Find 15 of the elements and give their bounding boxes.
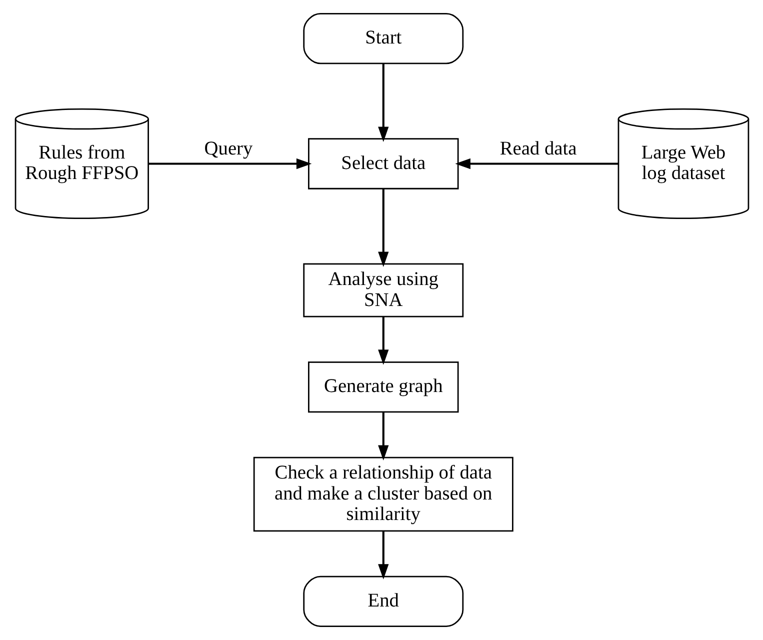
- arrow: [148, 158, 312, 170]
- node-box: End: [302, 576, 464, 627]
- arrow: [378, 64, 388, 142]
- arrow: [378, 188, 388, 267]
- node-box: Check a relationship of data and make a cluster based on similarity: [252, 456, 513, 532]
- edge-label: Read data: [499, 138, 576, 160]
- node-box: Analyse using SNA: [302, 263, 464, 318]
- arrow: [378, 316, 388, 365]
- node-box: Select data: [308, 138, 458, 190]
- node-box: Start: [302, 13, 464, 64]
- arrow: [378, 412, 388, 460]
- arrow: [378, 530, 388, 580]
- edge-label: Query: [204, 138, 252, 160]
- node-box: Generate graph: [308, 361, 458, 413]
- arrow: [454, 158, 618, 170]
